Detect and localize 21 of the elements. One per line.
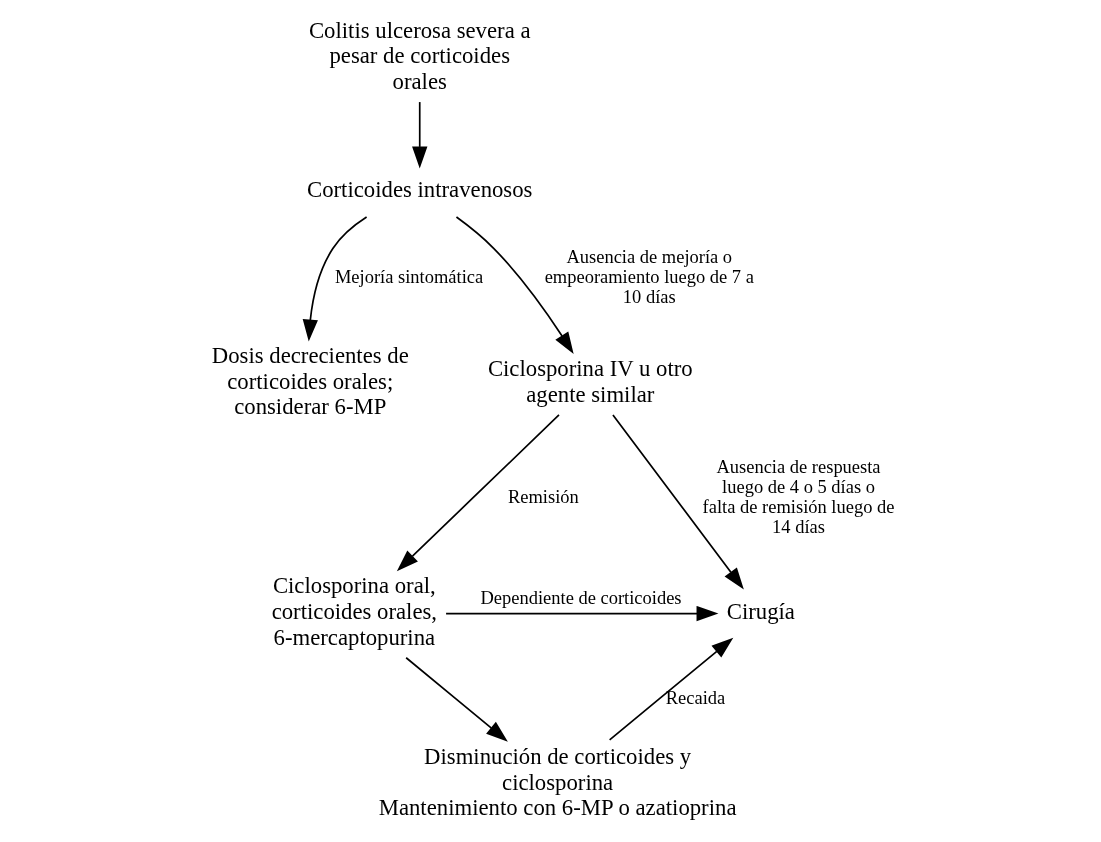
edge-label: Dependiente de corticoides bbox=[480, 588, 682, 609]
arrow bbox=[455, 216, 574, 354]
edge-label: Remisión bbox=[507, 487, 579, 508]
arrow bbox=[612, 414, 744, 590]
arrow bbox=[302, 216, 368, 342]
arrow bbox=[396, 414, 560, 572]
node-text: Dosis decrecientes de corticoides orales; considerar 6-MP bbox=[211, 343, 409, 420]
edge-label: Ausencia de mejoría o empeoramiento luego de 7 a 10 días bbox=[544, 247, 754, 307]
edge-label: Mejoría sintomática bbox=[334, 266, 484, 287]
node-text: Ciclosporina IV u otro agente similar bbox=[487, 355, 693, 407]
arrow bbox=[405, 656, 508, 742]
arrow bbox=[445, 605, 719, 622]
arrow bbox=[608, 637, 734, 741]
arrow bbox=[412, 101, 428, 169]
node-text: Ciclosporina oral, corticoides orales, 6-mercaptopurina bbox=[271, 573, 438, 650]
edge-label: Ausencia de respuesta luego de 4 o 5 días o falta de remisión luego de 14 días bbox=[702, 457, 895, 538]
node-text: Colitis ulcerosa severa a pesar de corticoides orales bbox=[308, 17, 531, 94]
node-text: Cirugía bbox=[726, 599, 795, 624]
edge-label: Recaida bbox=[665, 687, 726, 708]
node-text: Disminución de corticoides y ciclosporina Mantenimiento con 6-MP o azatioprina bbox=[378, 743, 737, 821]
node-text: Corticoides intravenosos bbox=[307, 176, 533, 202]
